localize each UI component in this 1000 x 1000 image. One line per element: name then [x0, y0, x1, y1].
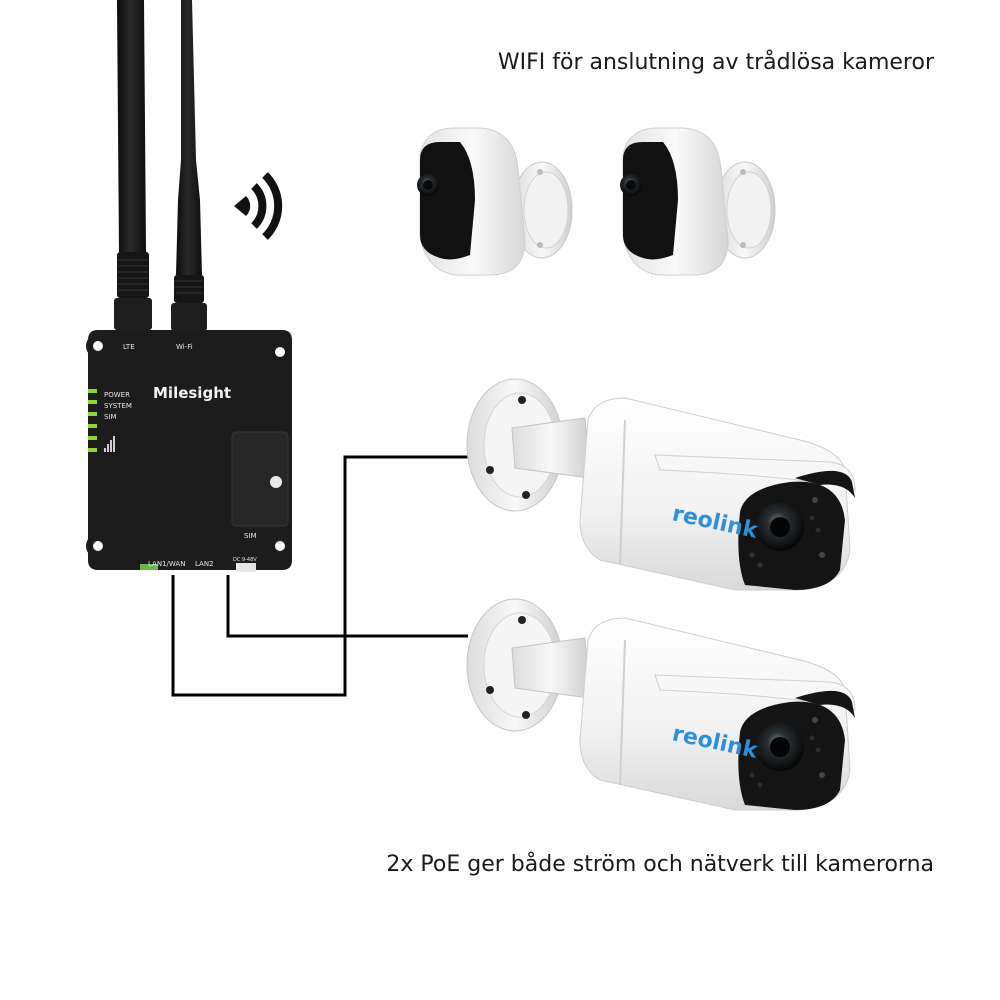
port-label-dc: DC 9-48V [233, 557, 257, 563]
lte-antenna [117, 0, 146, 252]
milesight-router [86, 330, 292, 572]
poe-camera-top [466, 378, 856, 591]
poe-cables [171, 455, 468, 697]
router-antennas [114, 0, 207, 331]
signal-bars-icon [104, 436, 115, 452]
led-label-system: SYSTEM [104, 402, 132, 410]
port-label-lan2: LAN2 [195, 560, 214, 568]
status-leds [88, 389, 97, 452]
wifi-caption: WIFI för anslutning av trådlösa kameror [497, 50, 934, 75]
cable-lan2-to-bottom-camera [226, 575, 468, 638]
poe-caption: 2x PoE ger både ström och nätverk till k… [386, 852, 934, 877]
wifi-antenna [176, 0, 202, 275]
led-label-power: POWER [104, 391, 130, 399]
router-brand-logo: Milesight [153, 384, 231, 402]
wireless-camera-2 [620, 127, 776, 276]
wifi-signal-icon [234, 172, 283, 240]
wireless-camera-1 [417, 127, 573, 276]
led-label-sim: SIM [104, 413, 117, 421]
wifi-antenna-label: Wi-Fi [176, 343, 193, 351]
sim-cover [231, 431, 289, 527]
cable-lan1-to-top-camera [171, 455, 468, 697]
poe-camera-bottom [466, 598, 856, 811]
port-label-lan1-wan: LAN1/WAN [148, 560, 185, 568]
sim-slot-label: SIM [244, 532, 257, 540]
lte-antenna-label: LTE [123, 343, 135, 351]
